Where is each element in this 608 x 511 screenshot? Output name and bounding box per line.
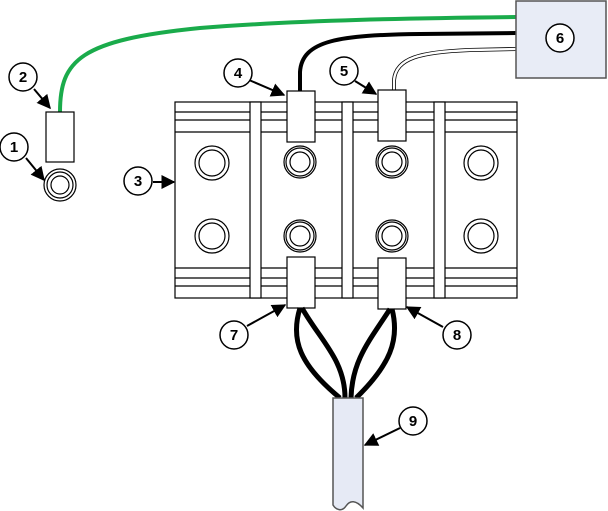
terminal-block xyxy=(174,101,518,299)
svg-text:4: 4 xyxy=(234,65,243,82)
callout-3: 3 xyxy=(123,166,153,196)
svg-text:7: 7 xyxy=(230,327,238,344)
white-wire-top xyxy=(392,47,517,91)
callout-6: 6 xyxy=(545,23,575,53)
svg-text:3: 3 xyxy=(134,173,142,190)
svg-text:5: 5 xyxy=(340,63,348,80)
callout-1: 1 xyxy=(0,132,29,162)
callout-4: 4 xyxy=(223,58,253,88)
crimp-lug-top-right xyxy=(375,89,409,179)
callout-5: 5 xyxy=(329,56,359,86)
crimp-lug-top-left xyxy=(283,90,317,179)
ring-terminal-ground xyxy=(43,111,77,202)
cable-conductors xyxy=(293,306,398,400)
svg-text:9: 9 xyxy=(409,413,417,430)
crimp-lug-bottom-right xyxy=(375,219,409,310)
svg-text:6: 6 xyxy=(556,30,564,47)
svg-text:8: 8 xyxy=(453,327,461,344)
ground-wire-crimp xyxy=(45,111,75,163)
callout-7: 7 xyxy=(219,320,249,350)
multi-conductor-cable xyxy=(332,397,364,511)
crimp-lug-bottom-left xyxy=(283,219,317,309)
ground-wire xyxy=(58,15,517,113)
svg-text:2: 2 xyxy=(19,69,27,86)
callout-8: 8 xyxy=(442,320,472,350)
black-wire-top xyxy=(298,31,517,91)
svg-text:1: 1 xyxy=(10,139,18,156)
callout-9: 9 xyxy=(398,406,428,436)
callout-2: 2 xyxy=(8,62,38,92)
